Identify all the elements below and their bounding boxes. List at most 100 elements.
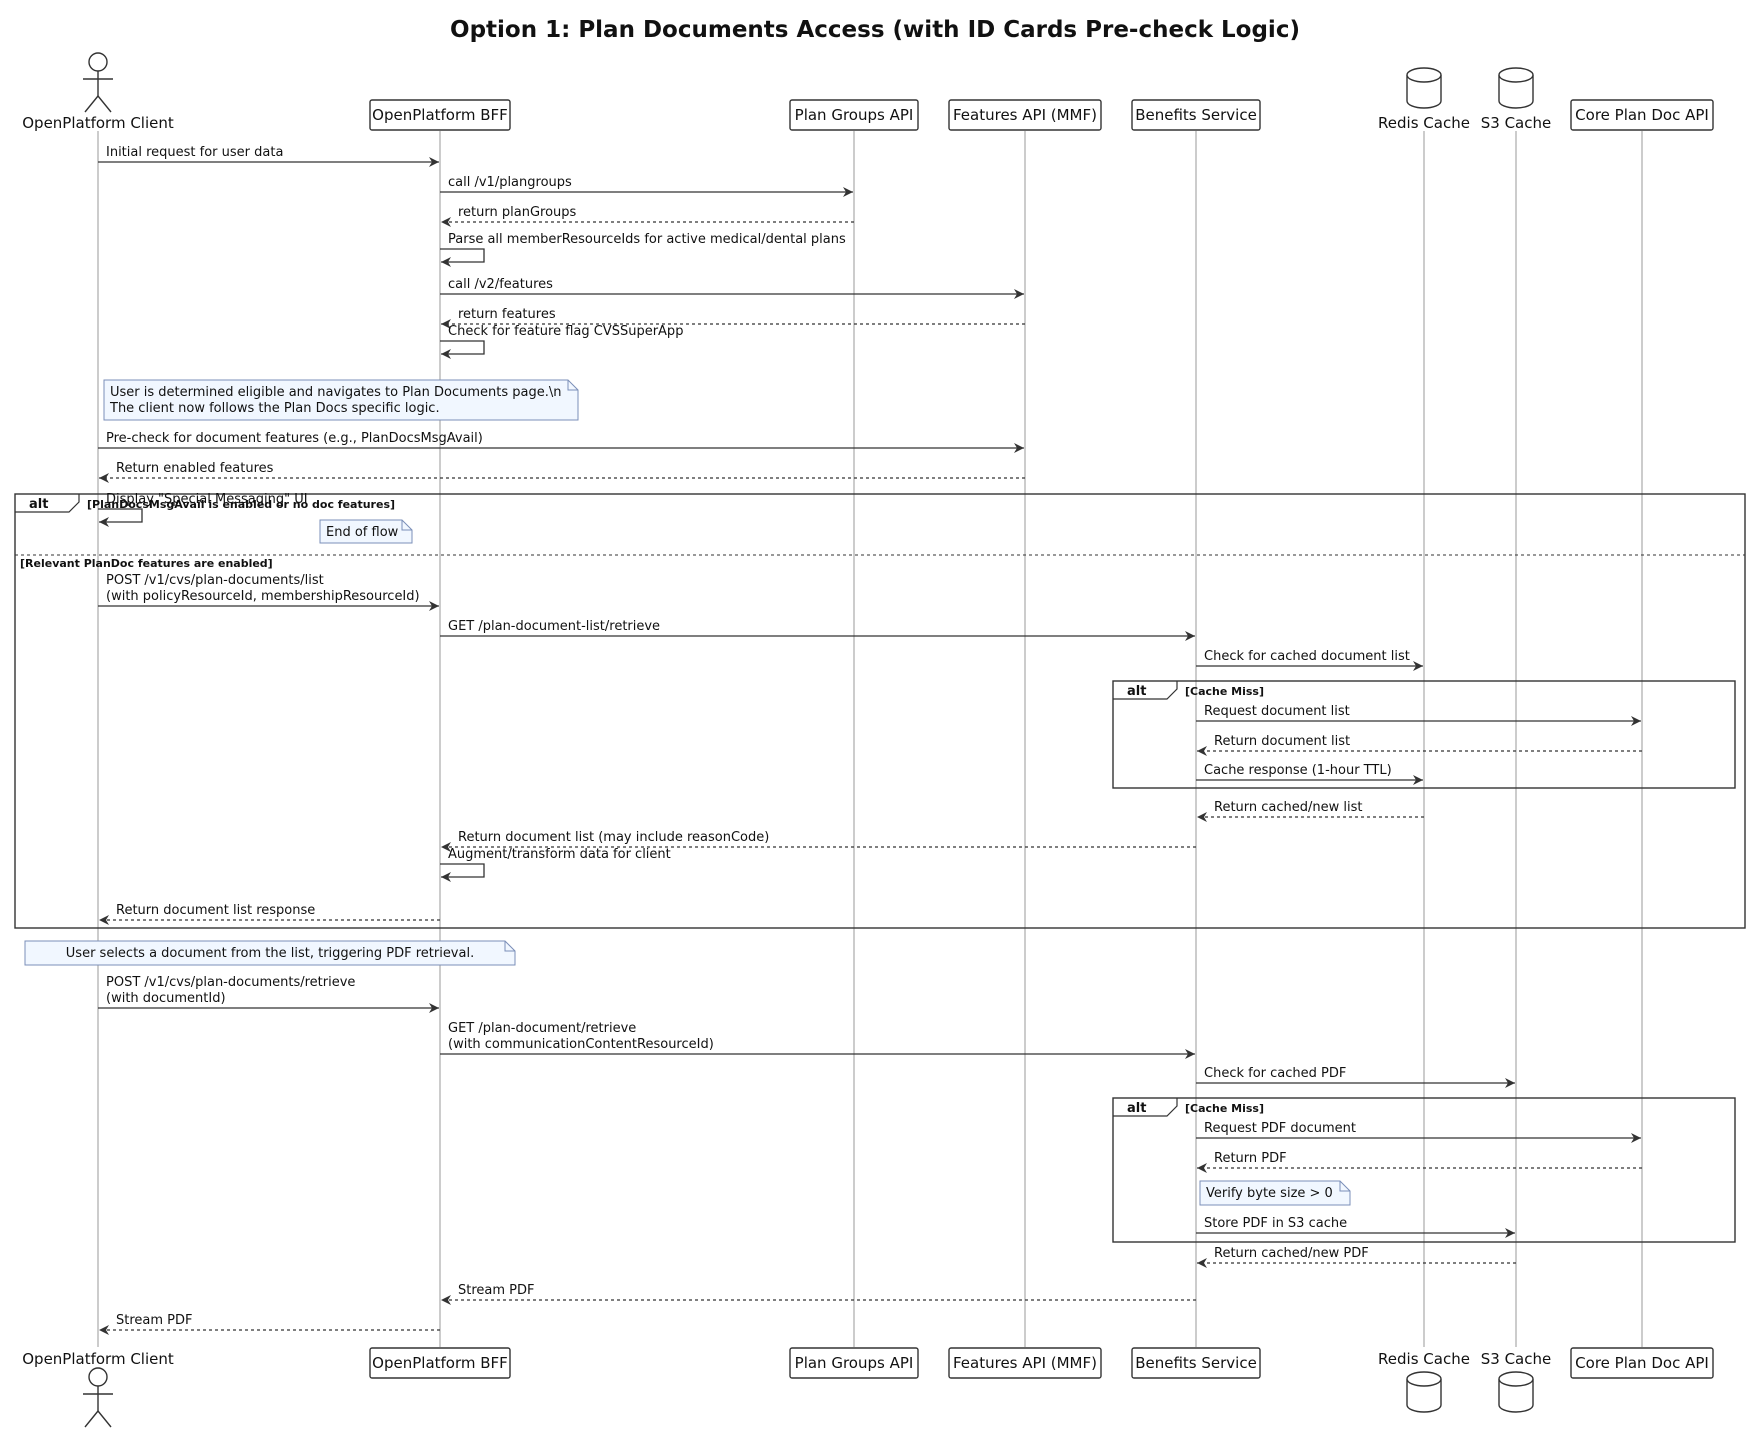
participant-bff-top: OpenPlatform BFF <box>369 99 511 131</box>
message-label: GET /plan-document/retrieve <box>448 1021 636 1036</box>
participant-label: Redis Cache <box>1378 114 1470 132</box>
message-label: Initial request for user data <box>106 145 283 160</box>
note-text: Verify byte size > 0 <box>1206 1186 1333 1201</box>
actor-icon <box>83 52 113 113</box>
message-label: Return cached/new list <box>1214 800 1363 815</box>
message-return-enabled-features: Return enabled features <box>99 461 1025 483</box>
message-label: POST /v1/cvs/plan-documents/retrieve <box>106 975 355 990</box>
message-arrow <box>440 248 485 267</box>
message-label: return features <box>458 307 556 322</box>
message-label: Check for cached document list <box>1204 649 1410 664</box>
message-cache-response-1-hour-ttl: Cache response (1-hour TTL) <box>1196 763 1423 785</box>
participant-box <box>1570 1347 1714 1379</box>
message-label: Stream PDF <box>458 1283 535 1298</box>
participant-core-top: Core Plan Doc API <box>1570 99 1714 131</box>
note-fold <box>504 941 515 952</box>
message-label: Return enabled features <box>116 461 274 476</box>
message-label: Display "Special Messaging" UI <box>106 492 308 507</box>
actor-icon <box>83 1367 113 1428</box>
message-call-v2-features: call /v2/features <box>440 277 1024 299</box>
participant-label: Core Plan Doc API <box>1575 1354 1709 1372</box>
participant-label: S3 Cache <box>1481 114 1551 132</box>
messages: Initial request for user data call /v1/pl… <box>98 145 1642 1335</box>
fragment-keyword: alt <box>1127 684 1146 699</box>
message-label: (with policyResourceId, membershipResour… <box>106 589 420 604</box>
fragments: alt[PlanDocsMsgAvail is enabled or no do… <box>14 493 1746 1243</box>
message-label: Pre-check for document features (e.g., P… <box>106 431 483 446</box>
fragment-tab <box>1113 1098 1178 1117</box>
participant-label: Redis Cache <box>1378 1350 1470 1368</box>
note: User selects a document from the list, t… <box>24 940 516 966</box>
participant-client-bottom: OpenPlatform Client <box>22 1350 174 1428</box>
participant-box <box>1570 99 1714 131</box>
message-post-v1-cvs-plan-documents-list: POST /v1/cvs/plan-documents/list(with po… <box>98 573 439 611</box>
message-parse-all-memberresourceids-for-active-m: Parse all memberResourceIds for active m… <box>440 232 846 267</box>
message-return-document-list: Return document list <box>1197 734 1642 756</box>
message-post-v1-cvs-plan-documents-retrieve: POST /v1/cvs/plan-documents/retrieve(wit… <box>98 975 439 1013</box>
participant-label: Plan Groups API <box>795 106 914 124</box>
database-icon <box>1406 67 1442 109</box>
database-icon <box>1498 67 1534 109</box>
note-box <box>103 379 579 421</box>
message-check-for-cached-document-list: Check for cached document list <box>1196 649 1423 671</box>
note: End of flow <box>319 519 413 544</box>
participant-label: Benefits Service <box>1135 1354 1257 1372</box>
participant-label: OpenPlatform Client <box>22 1350 174 1368</box>
participant-s3-top: S3 Cache <box>1481 67 1551 132</box>
message-label: Return document list <box>1214 734 1350 749</box>
participant-ben-bottom: Benefits Service <box>1131 1347 1261 1379</box>
alt-fragment: alt[PlanDocsMsgAvail is enabled or no do… <box>14 493 1746 929</box>
database-icon <box>1406 1371 1442 1413</box>
message-call-v1-plangroups: call /v1/plangroups <box>440 175 853 197</box>
fragment-guard: [Cache Miss] <box>1185 1102 1264 1115</box>
message-display-special-messaging-ui: Display "Special Messaging" UI <box>98 492 308 527</box>
message-pre-check-for-document-features-e-g-plan: Pre-check for document features (e.g., P… <box>98 431 1024 453</box>
participant-label: Features API (MMF) <box>953 106 1097 124</box>
message-label: (with communicationContentResourceId) <box>448 1037 714 1052</box>
alt-fragment: alt [Cache Miss] <box>1112 680 1736 789</box>
participant-s3-bottom: S3 Cache <box>1481 1350 1551 1413</box>
note-box <box>24 940 516 966</box>
message-stream-pdf: Stream PDF <box>441 1283 1196 1305</box>
message-label: Request PDF document <box>1204 1121 1356 1136</box>
lifelines <box>97 131 1643 1347</box>
participant-box <box>369 1347 511 1379</box>
message-label: Check for cached PDF <box>1204 1066 1346 1081</box>
note: User is determined eligible and navigate… <box>103 379 579 421</box>
participant-label: OpenPlatform BFF <box>372 106 508 124</box>
participant-client-top: OpenPlatform Client <box>22 52 174 132</box>
participant-box <box>1131 1347 1261 1379</box>
diagram-title: Option 1: Plan Documents Access (with ID… <box>450 17 1300 43</box>
participant-bff-bottom: OpenPlatform BFF <box>369 1347 511 1379</box>
fragment-keyword: alt <box>29 497 48 512</box>
participants-bottom: OpenPlatform Client OpenPlatform BFF Plan … <box>22 1347 1714 1428</box>
message-initial-request-for-user-data: Initial request for user data <box>98 145 439 167</box>
message-label: Stream PDF <box>116 1313 193 1328</box>
participant-pg-top: Plan Groups API <box>789 99 919 131</box>
message-return-plangroups: return planGroups <box>441 205 854 227</box>
message-return-features: return features <box>441 307 1025 329</box>
note: Verify byte size > 0 <box>1199 1180 1351 1206</box>
participant-pg-bottom: Plan Groups API <box>789 1347 919 1379</box>
message-request-document-list: Request document list <box>1196 704 1641 726</box>
note-box <box>319 519 413 544</box>
message-request-pdf-document: Request PDF document <box>1196 1121 1641 1143</box>
fragment-guard: [Cache Miss] <box>1185 685 1264 698</box>
message-label: return planGroups <box>458 205 577 220</box>
message-label: Return cached/new PDF <box>1214 1246 1369 1261</box>
participant-label: OpenPlatform Client <box>22 114 174 132</box>
participant-box <box>789 1347 919 1379</box>
message-get-plan-document-retrieve: GET /plan-document/retrieve(with communi… <box>440 1021 1195 1059</box>
message-label: call /v2/features <box>448 277 553 292</box>
note-text: The client now follows the Plan Docs spe… <box>109 401 440 416</box>
message-return-pdf: Return PDF <box>1197 1151 1642 1173</box>
participant-box <box>948 1347 1102 1379</box>
participant-box <box>789 99 919 131</box>
message-store-pdf-in-s3-cache: Store PDF in S3 cache <box>1196 1216 1515 1238</box>
message-get-plan-document-list-retrieve: GET /plan-document-list/retrieve <box>440 619 1195 641</box>
note-fold <box>567 380 578 391</box>
note-text: End of flow <box>326 525 399 540</box>
message-label: (with documentId) <box>106 991 226 1006</box>
notes: User is determined eligible and navigate… <box>24 379 1351 1206</box>
participant-box <box>369 99 511 131</box>
